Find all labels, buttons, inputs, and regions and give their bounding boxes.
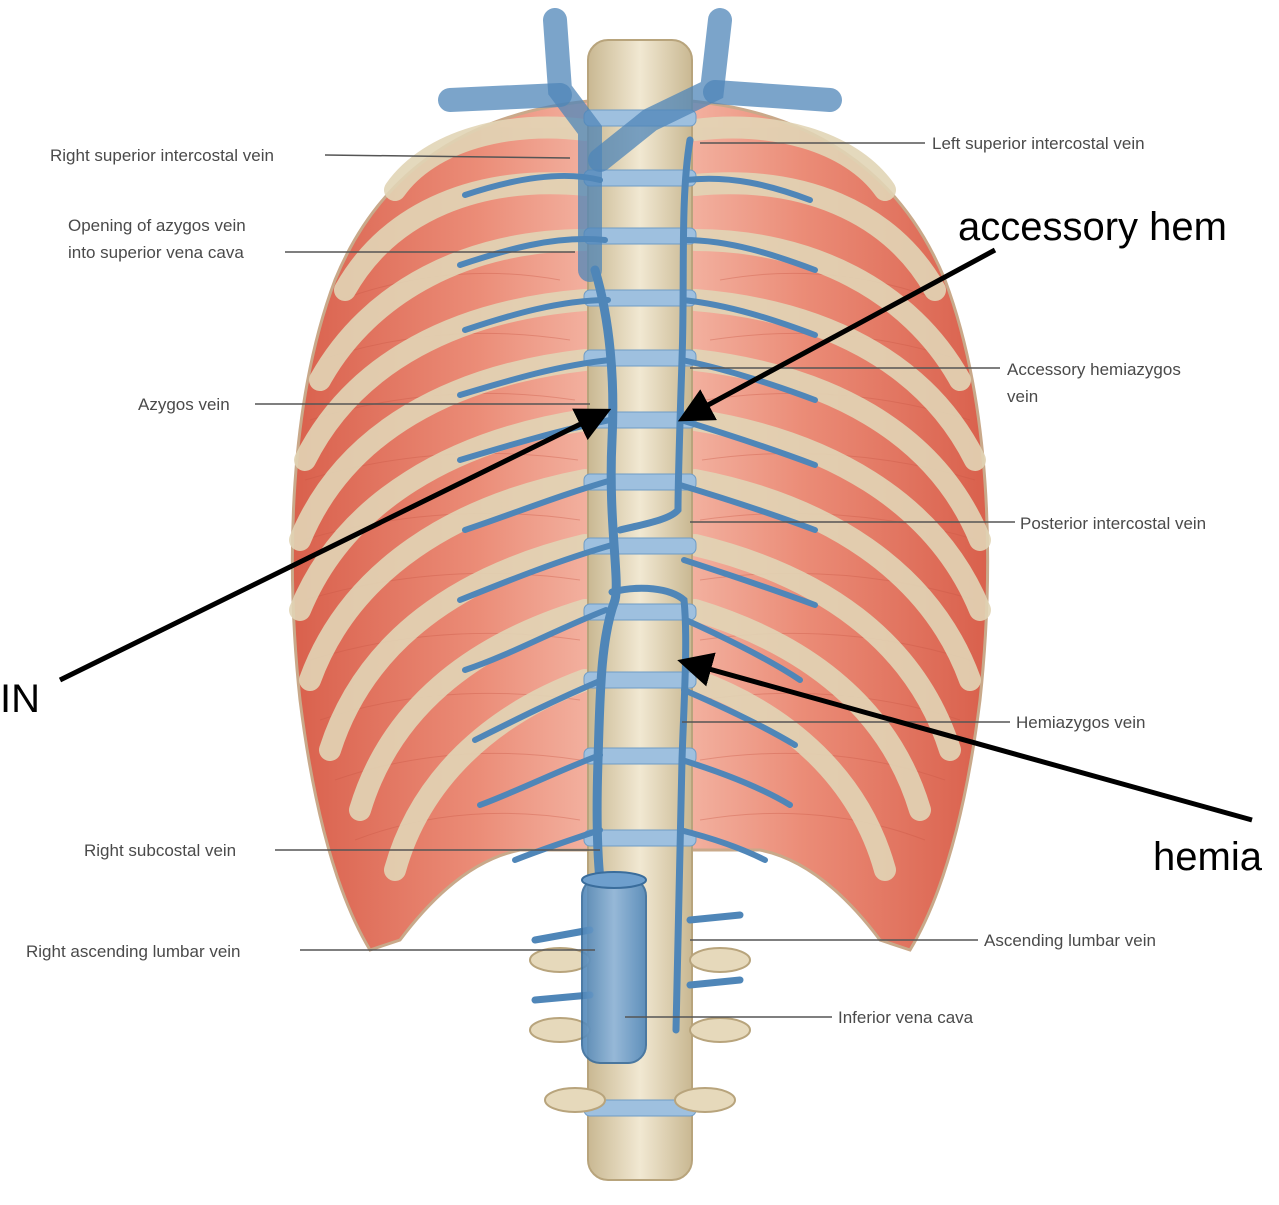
- arrow-accessory-hemiazygos: [677, 247, 997, 422]
- label-opening-azygos-2: into superior vena cava: [68, 243, 244, 262]
- arrow-azygos: [58, 408, 612, 683]
- venous-system: [438, 8, 842, 1034]
- overlay-arrows: [58, 247, 1253, 823]
- overlay-label-hemia: hemia: [1153, 835, 1263, 879]
- label-right-subcostal: Right subcostal vein: [84, 841, 236, 860]
- label-opening-azygos-1: Opening of azygos vein: [68, 216, 246, 235]
- inferior-vena-cava-shape: [581, 871, 647, 1064]
- label-accessory-hemiazygos-1: Accessory hemiazygos: [1007, 360, 1181, 379]
- label-left-superior-intercostal: Left superior intercostal vein: [932, 134, 1145, 153]
- label-azygos: Azygos vein: [138, 395, 230, 414]
- label-right-ascending-lumbar: Right ascending lumbar vein: [26, 942, 241, 961]
- overlay-labels: accessory hem IN hemia: [0, 205, 1263, 879]
- anatomy-labels: Right superior intercostal vein Opening …: [26, 134, 1206, 1027]
- ribs: [289, 116, 991, 881]
- overlay-label-in: IN: [0, 677, 40, 721]
- label-posterior-intercostal: Posterior intercostal vein: [1020, 514, 1206, 533]
- arrow-hemiazygos: [677, 652, 1253, 823]
- label-inferior-vena-cava: Inferior vena cava: [838, 1008, 974, 1027]
- label-ascending-lumbar: Ascending lumbar vein: [984, 931, 1156, 950]
- label-hemiazygos: Hemiazygos vein: [1016, 713, 1145, 732]
- overlay-label-accessory-hem: accessory hem: [958, 205, 1227, 249]
- label-accessory-hemiazygos-2: vein: [1007, 387, 1038, 406]
- label-right-superior-intercostal: Right superior intercostal vein: [50, 146, 274, 165]
- leader-lines: [255, 142, 1015, 1018]
